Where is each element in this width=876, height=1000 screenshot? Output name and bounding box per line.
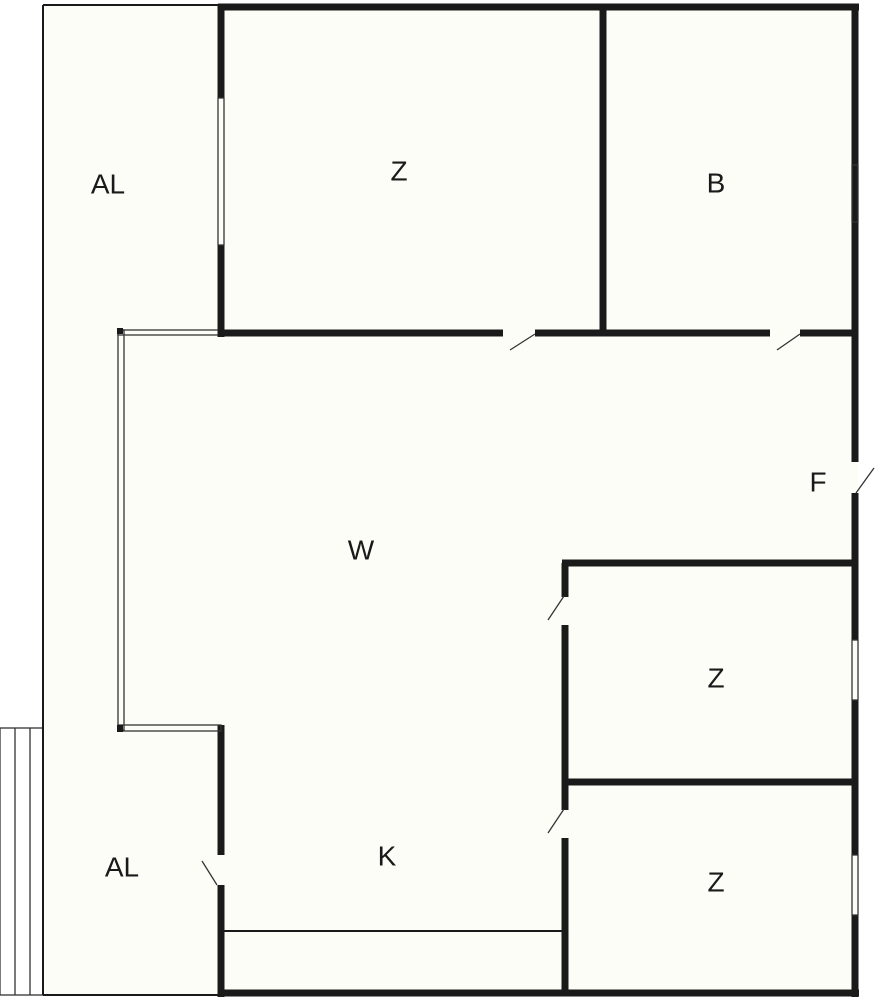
door-b [776,333,801,351]
room-label-kitchen: K [378,840,397,871]
doors [201,333,875,886]
exterior-walls [217,3,859,997]
door-z-mid [547,595,565,621]
windows [117,97,859,916]
window-b-east [851,164,859,223]
window-z-east-1 [851,639,859,701]
window-z-west [217,97,225,246]
room-label-room-z-mid: Z [707,662,724,693]
interior-walls [218,4,855,996]
room-label-room-z-north: Z [390,155,407,186]
door-entrance [855,467,875,494]
room-label-living: W [348,534,375,565]
window-z-east-2 [851,854,859,916]
balcony-outline [42,4,220,996]
floor-area [43,5,858,995]
room-label-balcony-south: AL [105,851,139,882]
room-labels: AL Z B F W Z AL K Z [91,155,827,897]
stairs [0,727,44,996]
door-z-north [509,333,536,351]
room-label-room-z-south: Z [707,866,724,897]
door-z-south [547,808,565,834]
room-label-bathroom: B [707,167,726,198]
room-label-balcony-north: AL [91,168,125,199]
door-balcony [201,860,218,886]
room-label-hall: F [809,466,826,497]
